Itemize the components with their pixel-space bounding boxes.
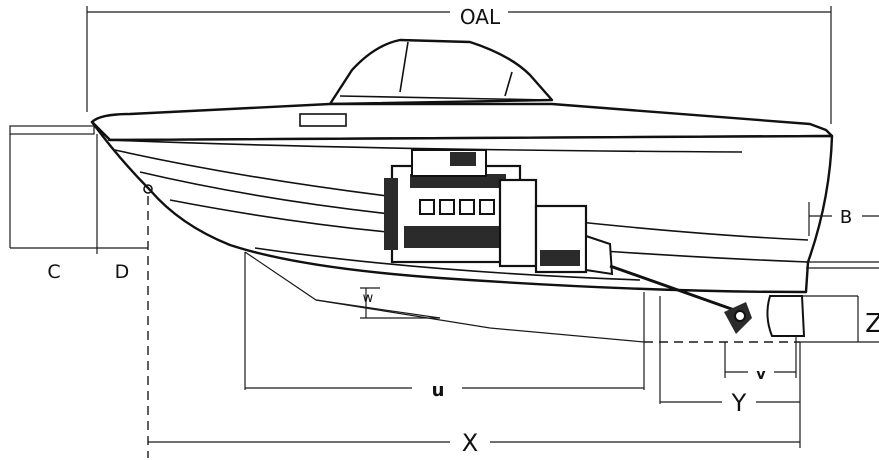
label-v: v [756, 367, 765, 383]
deck-hatch [299, 113, 347, 127]
label-b: B [840, 207, 852, 228]
label-oal: OAL [460, 5, 501, 29]
deck [90, 102, 834, 142]
dimension-labels: OAL B C D w Z u v Y X [47, 5, 879, 457]
label-u: u [432, 380, 445, 401]
windshield [328, 38, 554, 106]
prop-shaft [609, 264, 741, 314]
label-d: D [115, 261, 130, 283]
label-z: Z [865, 309, 879, 339]
engine [384, 149, 614, 276]
rudder [766, 295, 806, 337]
bow-eye [143, 184, 153, 194]
label-w: w [363, 291, 374, 306]
label-x: X [462, 429, 478, 457]
boat-illustration [90, 38, 834, 337]
label-y: Y [731, 389, 747, 417]
label-c: C [47, 261, 60, 283]
sheer-line [107, 139, 743, 153]
dimension-lines [9, 6, 879, 458]
